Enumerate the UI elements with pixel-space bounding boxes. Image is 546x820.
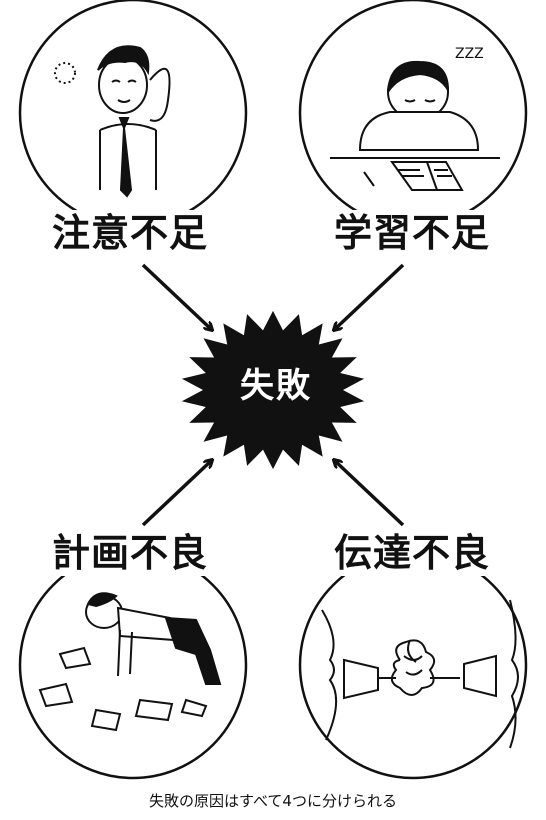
label-attention-shortage: 注意不足 bbox=[48, 210, 213, 256]
distracted-man-illustration bbox=[54, 45, 171, 198]
arrow-communication-to-failure bbox=[334, 460, 405, 527]
tin-can-phone-illustration bbox=[321, 599, 519, 749]
failure-label: 失敗 bbox=[240, 366, 312, 406]
arrow-attention-to-failure bbox=[141, 263, 212, 330]
caption: 失敗の原因はすべて4つに分けられる bbox=[149, 792, 397, 810]
sleep-zzz: ZZZ bbox=[455, 46, 484, 62]
arrow-planning-to-failure bbox=[141, 460, 212, 527]
label-communication-failure: 伝達不良 bbox=[330, 530, 495, 576]
sleeping-student-illustration: ZZZ bbox=[330, 46, 500, 191]
label-learning-shortage: 学習不足 bbox=[330, 210, 495, 256]
arrow-learning-to-failure bbox=[334, 263, 405, 330]
crawling-man-illustration bbox=[38, 592, 222, 732]
circle-attention bbox=[18, 0, 248, 228]
label-planning-failure: 計画不良 bbox=[48, 530, 213, 576]
failure-starburst bbox=[181, 310, 365, 470]
